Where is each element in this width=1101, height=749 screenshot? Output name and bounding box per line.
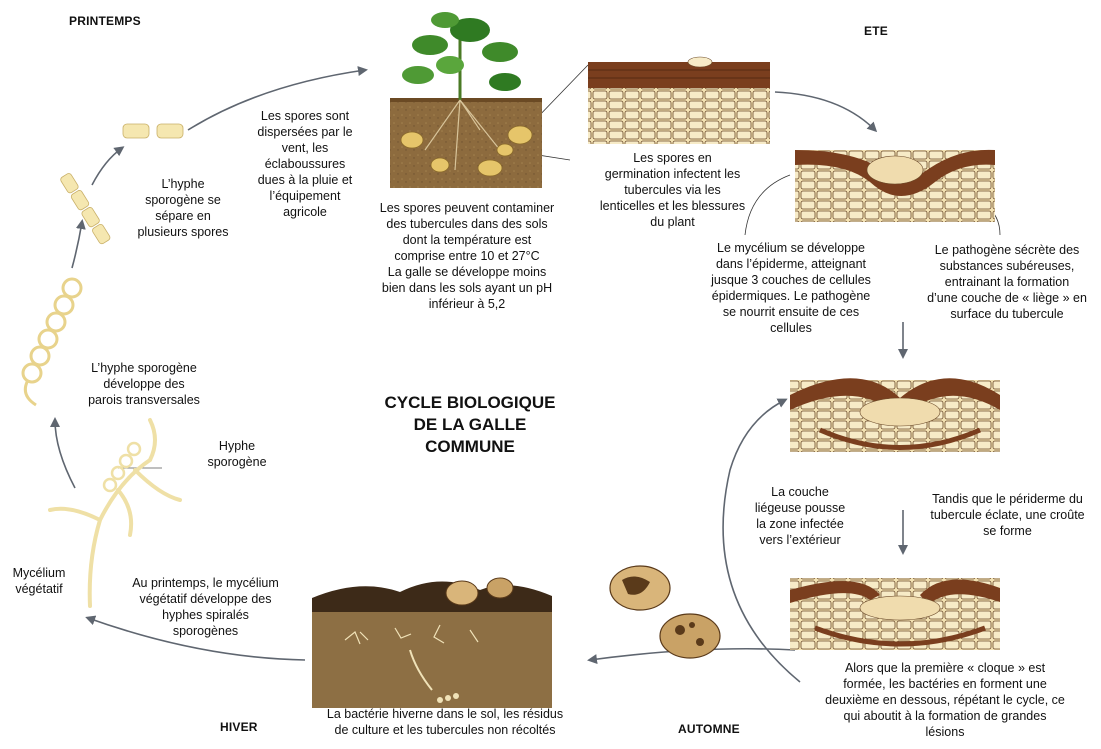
label-mycelium: Mycélium végétatif [4,565,74,597]
arrow-mycelium-to-coil [55,420,75,488]
caption-second-blister: Alors que la première « cloque » est for… [790,660,1100,740]
tissue-mycelium-stage [795,150,995,222]
spiral-hypha [23,279,81,405]
caption-spring-hyphae: Au printemps, le mycélium végétatif déve… [118,575,293,639]
soil-winter-illustration [312,578,552,708]
potato-plant-illustration [390,12,542,188]
tissue-cork-stage [790,378,1000,452]
caption-periderm-bursts: Tandis que le périderme du tubercule écl… [915,491,1100,539]
season-autumn-label: AUTOMNE [678,722,740,736]
season-winter-label: HIVER [220,720,258,734]
caption-spores-dispersed: Les spores sont dispersées par le vent, … [240,108,370,220]
caption-germination: Les spores en germination infectent les … [580,150,765,230]
tissue-crust-stage [790,578,1000,650]
scabby-tubers [610,566,720,658]
diagram-title: CYCLE BIOLOGIQUE DE LA GALLE COMMUNE [360,392,580,458]
caption-spores-separate: L’hyphe sporogène se sépare en plusieurs… [118,176,248,240]
arrow-coil-to-chain [72,222,82,268]
spore-pair [123,124,183,138]
caption-mycelium-epidermis: Le mycélium se développe dans l’épiderme… [700,240,882,336]
label-hyphe-sporogene: Hyphe sporogène [192,438,282,470]
caption-soil-contamination: Les spores peuvent contaminer des tuberc… [362,200,572,312]
caption-overwinter: La bactérie hiverne dans le sol, les rés… [300,706,590,738]
spore-chain [60,172,112,245]
arrow-infection-to-tuber [775,92,875,130]
tissue-infection-stage [588,57,770,144]
season-summer-label: ETE [864,24,888,38]
caption-cork-layer: La couche liégeuse pousse la zone infect… [740,484,860,548]
season-spring-label: PRINTEMPS [69,14,141,28]
caption-suberin: Le pathogène sécrète des substances subé… [912,242,1101,322]
caption-transverse-walls: L’hyphe sporogène développe des parois t… [74,360,214,408]
